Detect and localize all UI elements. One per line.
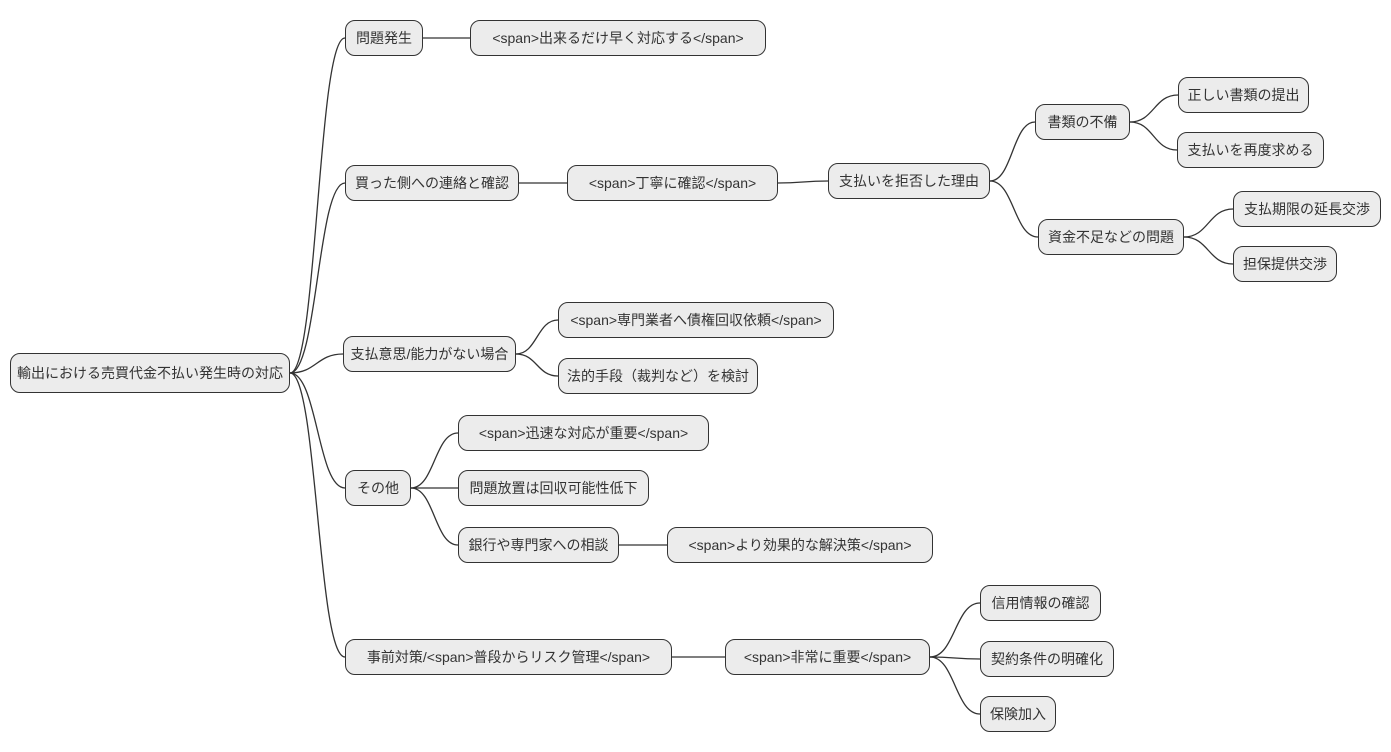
edge-important-insurance <box>929 656 981 715</box>
node-more-effective-solutions: <span>より効果的な解決策</span> <box>667 527 933 563</box>
node-no-payment-intent: 支払意思/能力がない場合 <box>343 336 516 372</box>
edge-important-contract <box>929 656 981 660</box>
edge-funds-deadline <box>1183 208 1234 238</box>
node-request-payment-again: 支払いを再度求める <box>1177 132 1324 168</box>
edge-docs-correct <box>1129 94 1179 123</box>
node-clarify-contract-terms: 契約条件の明確化 <box>980 641 1114 677</box>
edge-funds-collateral <box>1183 236 1234 265</box>
node-debt-collection-agency: <span>専門業者へ債権回収依頼</span> <box>558 302 834 338</box>
node-advance-measures: 事前対策/<span>普段からリスク管理</span> <box>345 639 672 675</box>
node-neglect-lowers-recovery: 問題放置は回収可能性低下 <box>458 470 649 506</box>
node-respond-quickly: <span>出来るだけ早く対応する</span> <box>470 20 766 56</box>
node-consult-bank-experts: 銀行や専門家への相談 <box>458 527 619 563</box>
edge-confirm-reason <box>777 180 829 184</box>
edge-important-credit <box>929 602 981 658</box>
node-others: その他 <box>345 470 411 506</box>
node-check-credit-info: 信用情報の確認 <box>980 585 1101 621</box>
node-reason-refusal: 支払いを拒否した理由 <box>828 163 990 199</box>
edge-nointent-legal <box>515 353 559 377</box>
edge-root-no-intent <box>289 353 344 374</box>
node-negotiate-collateral: 担保提供交渉 <box>1233 246 1337 282</box>
node-rapid-response-important: <span>迅速な対応が重要</span> <box>458 415 709 451</box>
node-contact-buyer: 買った側への連絡と確認 <box>345 165 519 201</box>
node-insurance: 保険加入 <box>980 696 1056 732</box>
node-legal-action: 法的手段（裁判など）を検討 <box>558 358 758 394</box>
node-submit-correct-documents: 正しい書類の提出 <box>1178 77 1309 113</box>
node-funding-shortage: 資金不足などの問題 <box>1038 219 1184 255</box>
edge-reason-funds <box>989 180 1039 238</box>
node-negotiate-deadline-extension: 支払期限の延長交渉 <box>1233 191 1381 227</box>
edge-root-others <box>289 372 346 489</box>
node-root: 輸出における売買代金不払い発生時の対応 <box>10 353 290 393</box>
node-confirm-politely: <span>丁寧に確認</span> <box>567 165 778 201</box>
edge-docs-request <box>1129 121 1178 151</box>
edge-root-contact <box>289 182 346 374</box>
edge-reason-docs <box>989 121 1036 182</box>
edge-root-advance <box>289 372 346 658</box>
edge-nointent-agency <box>515 319 559 355</box>
node-very-important: <span>非常に重要</span> <box>725 639 930 675</box>
node-problem-occurrence: 問題発生 <box>345 20 423 56</box>
edge-root-problem <box>289 37 346 374</box>
edge-others-rapid <box>410 432 459 489</box>
edge-others-consult <box>410 487 459 546</box>
node-document-deficiency: 書類の不備 <box>1035 104 1130 140</box>
